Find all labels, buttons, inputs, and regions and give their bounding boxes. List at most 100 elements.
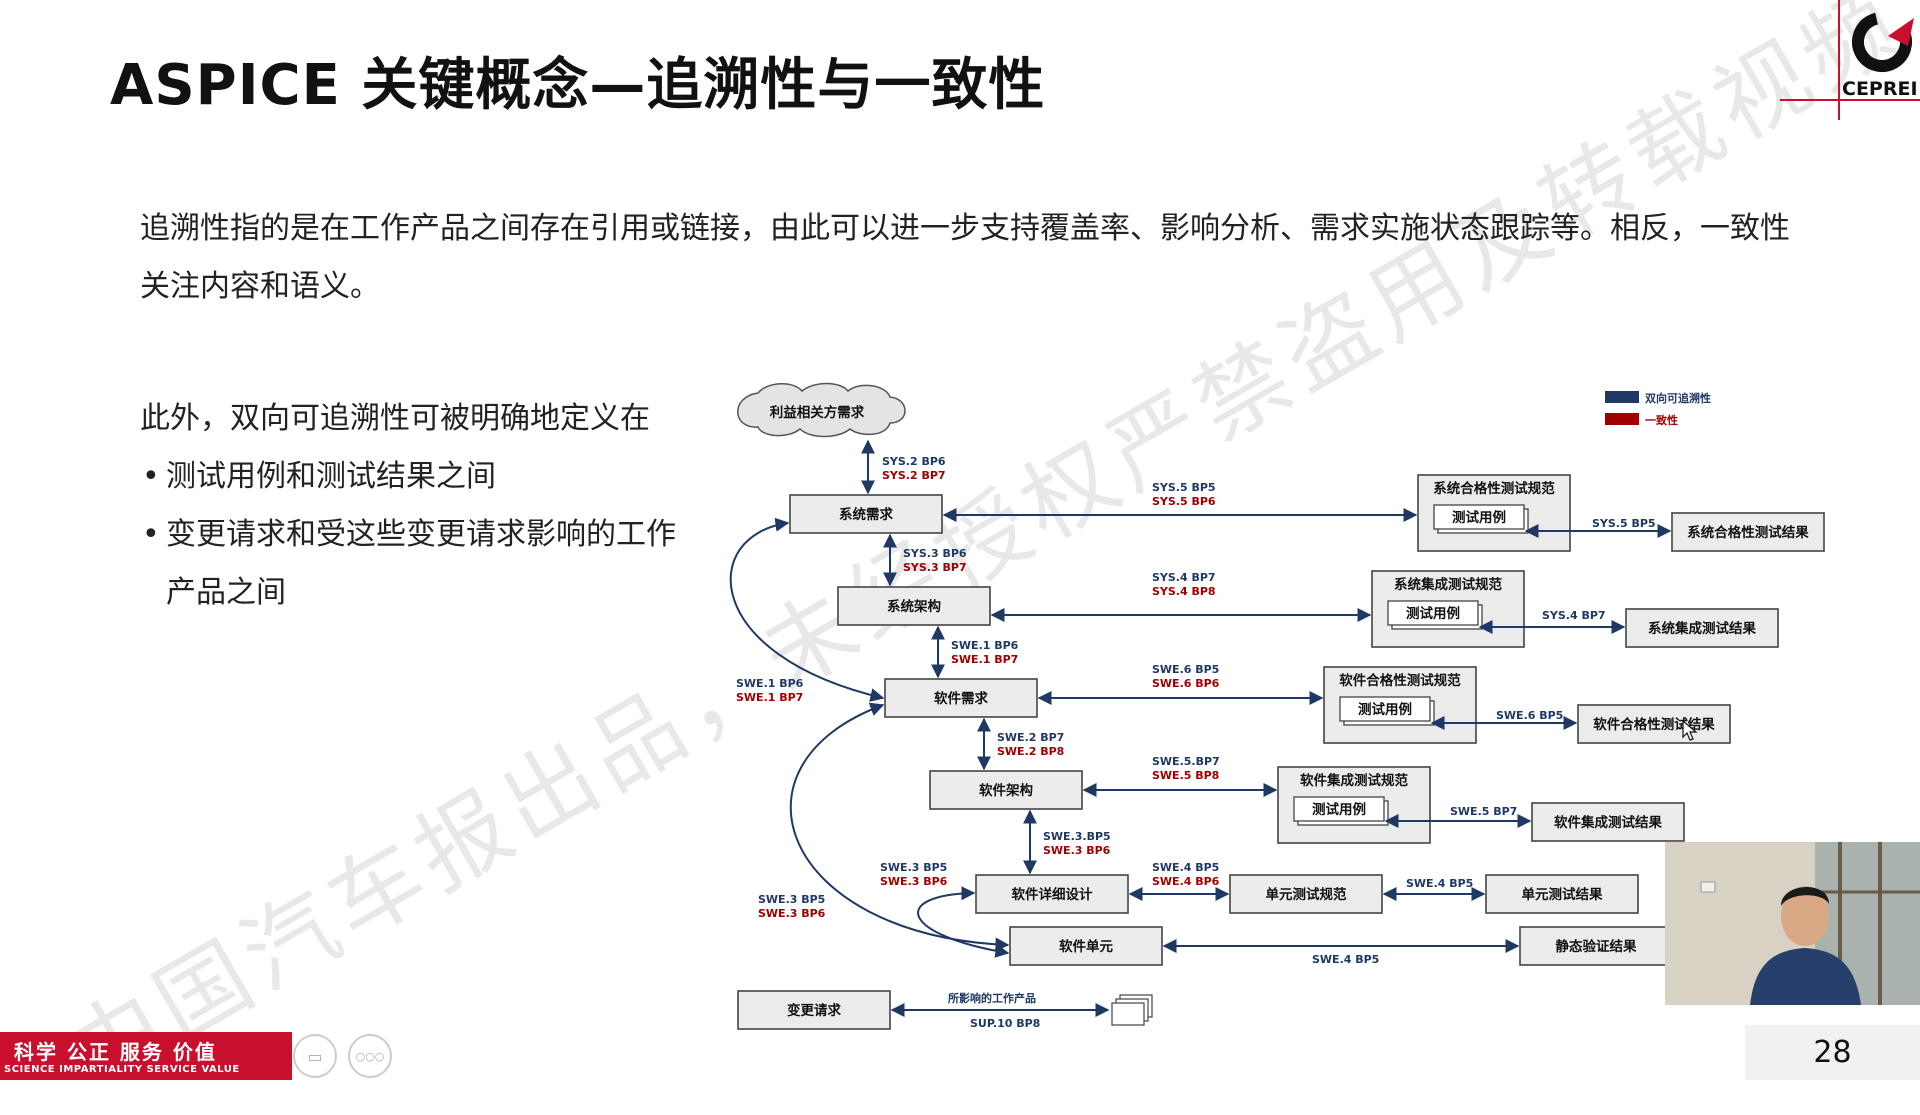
label-swe3-bp6-c: SWE.3 BP6 [880,875,948,888]
label-swe1-bp7-b: SWE.1 BP7 [736,691,803,704]
logo-text: CEPREI [1842,78,1918,100]
label-affected: 所影响的工作产品 [948,991,1036,1005]
label-swe5-bp7-a: SWE.5.BP7 [1152,755,1220,768]
subtitle-button[interactable]: ▭ [293,1034,337,1078]
sys-int-tc-box [1387,600,1479,626]
subtitle-icon: ▭ [307,1046,323,1066]
curve-swunit-swdetail [917,886,1010,958]
label-sys2-bp6: SYS.2 BP6 [882,455,946,468]
label-sys4-bp7-b: SYS.4 BP7 [1542,609,1606,622]
presenter-video [1665,842,1920,1005]
sw-int-spec-label: 软件集成测试规范 [1300,772,1408,789]
label-sys4-bp8: SYS.4 BP8 [1152,585,1216,598]
label-swe4-bp5-c: SWE.4 BP5 [1312,953,1379,966]
curve-swunit-swreq [789,702,1010,952]
side-bullet-2: 变更请求和受这些变更请求影响的工作产品之间 [140,506,700,622]
sw-int-res-label: 软件集成测试结果 [1554,814,1662,831]
presenter-hair [1781,886,1829,906]
label-swe4-bp5-b: SWE.4 BP5 [1406,877,1473,890]
sys-qual-spec-label: 系统合格性测试规范 [1433,480,1555,497]
sys-qual-tc-label: 测试用例 [1452,509,1506,526]
stakeholder-cloud [737,382,906,438]
unit-res-box [1485,874,1639,914]
label-swe1-bp7-a: SWE.1 BP7 [951,653,1018,666]
label-swe2-bp7: SWE.2 BP7 [997,731,1064,744]
side-text: 此外，双向可追溯性可被明确地定义在 测试用例和测试结果之间 变更请求和受这些变更… [140,390,700,622]
side-heading: 此外，双向可追溯性可被明确地定义在 [140,401,650,436]
sw-unit-box [1009,926,1163,966]
sys-qual-res-label: 系统合格性测试结果 [1687,524,1809,541]
change-req-box [737,990,891,1030]
label-swe6-bp5-a: SWE.6 BP5 [1152,663,1219,676]
logo-red-wedge [1888,18,1914,46]
label-swe1-bp6-b: SWE.1 BP6 [736,677,804,690]
label-swe3-bp5-b: SWE.3 BP5 [758,893,825,906]
unit-res-label: 单元测试结果 [1522,886,1603,903]
label-swe2-bp8: SWE.2 BP8 [997,745,1064,758]
brand-slogan: 科学 公正 服务 价值 [14,1040,217,1064]
label-swe3-bp5-a: SWE.3.BP5 [1043,830,1111,843]
label-swe3-bp6-a: SWE.3 BP6 [1043,844,1111,857]
label-swe4-bp5-a: SWE.4 BP5 [1152,861,1219,874]
sw-qual-spec-label: 软件合格性测试规范 [1339,672,1461,689]
presenter-video-image [1665,842,1920,1005]
video-switch [1700,881,1716,893]
ceprei-logo [1780,0,1920,120]
sw-int-tc-box [1293,796,1385,822]
sw-arch-label: 软件架构 [979,782,1033,799]
unit-spec-label: 单元测试规范 [1266,886,1347,903]
label-swe6-bp5-b: SWE.6 BP5 [1496,709,1563,722]
sw-int-tc-label: 测试用例 [1312,801,1366,818]
label-sys5-bp6: SYS.5 BP6 [1152,495,1216,508]
side-bullet-1: 测试用例和测试结果之间 [140,448,700,506]
static-res-box [1519,926,1673,966]
page-number: 28 [1745,1025,1920,1080]
sys-qual-tc-box [1433,504,1525,530]
more-button[interactable]: ○○○ [348,1034,392,1078]
sw-detail-label: 软件详细设计 [1012,886,1093,903]
change-req-label: 变更请求 [787,1002,841,1019]
stakeholder-label: 利益相关方需求 [770,404,865,421]
label-swe1-bp6-a: SWE.1 BP6 [951,639,1019,652]
more-icon: ○○○ [355,1049,385,1063]
label-swe4-bp6: SWE.4 BP6 [1152,875,1220,888]
label-sys5-bp5-a: SYS.5 BP5 [1152,481,1216,494]
label-swe5-bp8: SWE.5 BP8 [1152,769,1219,782]
affected-doc-1 [1111,1002,1145,1026]
label-sys4-bp7-a: SYS.4 BP7 [1152,571,1216,584]
sys-arch-label: 系统架构 [887,598,941,615]
legend-swatch-trace [1605,391,1639,403]
legend-swatch-consistency [1605,413,1639,425]
label-sup10-bp8: SUP.10 BP8 [970,1017,1040,1030]
label-swe3-bp6-b: SWE.3 BP6 [758,907,826,920]
mouse-cursor-icon [1682,720,1698,741]
label-sys3-bp6: SYS.3 BP6 [903,547,967,560]
brand-banner: 科学 公正 服务 价值 SCIENCE IMPARTIALITY SERVICE… [0,1032,292,1080]
page-title: ASPICE 关键概念—追溯性与一致性 [110,53,1046,118]
sw-req-label: 软件需求 [934,690,988,707]
traceability-diagram: 双向可追溯性 一致性 利益相关方需求 系统需求 系统架构 软件需求 软件架构 软… [729,382,1825,1030]
legend-label-trace: 双向可追溯性 [1645,391,1711,405]
sys-int-tc-label: 测试用例 [1406,605,1460,622]
label-sys2-bp7: SYS.2 BP7 [882,469,946,482]
unit-spec-box [1229,874,1383,914]
label-swe3-bp5-c: SWE.3 BP5 [880,861,947,874]
sw-int-res-box [1531,802,1685,842]
sw-qual-tc-box [1339,696,1431,722]
sys-int-res-label: 系统集成测试结果 [1648,620,1756,637]
sys-req-label: 系统需求 [839,506,893,523]
curve-swreq-sysreq [729,517,885,702]
intro-paragraph: 追溯性指的是在工作产品之间存在引用或链接，由此可以进一步支持覆盖率、影响分析、需… [140,211,1790,304]
sw-qual-tc-label: 测试用例 [1358,701,1412,718]
sw-unit-label: 软件单元 [1059,938,1113,955]
sw-qual-res-box [1577,704,1731,744]
presenter-body [1750,948,1861,1005]
label-swe6-bp6: SWE.6 BP6 [1152,677,1220,690]
label-sys5-bp5-b: SYS.5 BP5 [1592,517,1656,530]
sys-int-res-box [1625,608,1779,648]
brand-slogan-en: SCIENCE IMPARTIALITY SERVICE VALUE [4,1064,240,1075]
sys-qual-res-box [1671,512,1825,552]
presenter-face [1781,886,1829,946]
static-res-label: 静态验证结果 [1556,938,1637,955]
legend-label-consistency: 一致性 [1645,413,1678,427]
